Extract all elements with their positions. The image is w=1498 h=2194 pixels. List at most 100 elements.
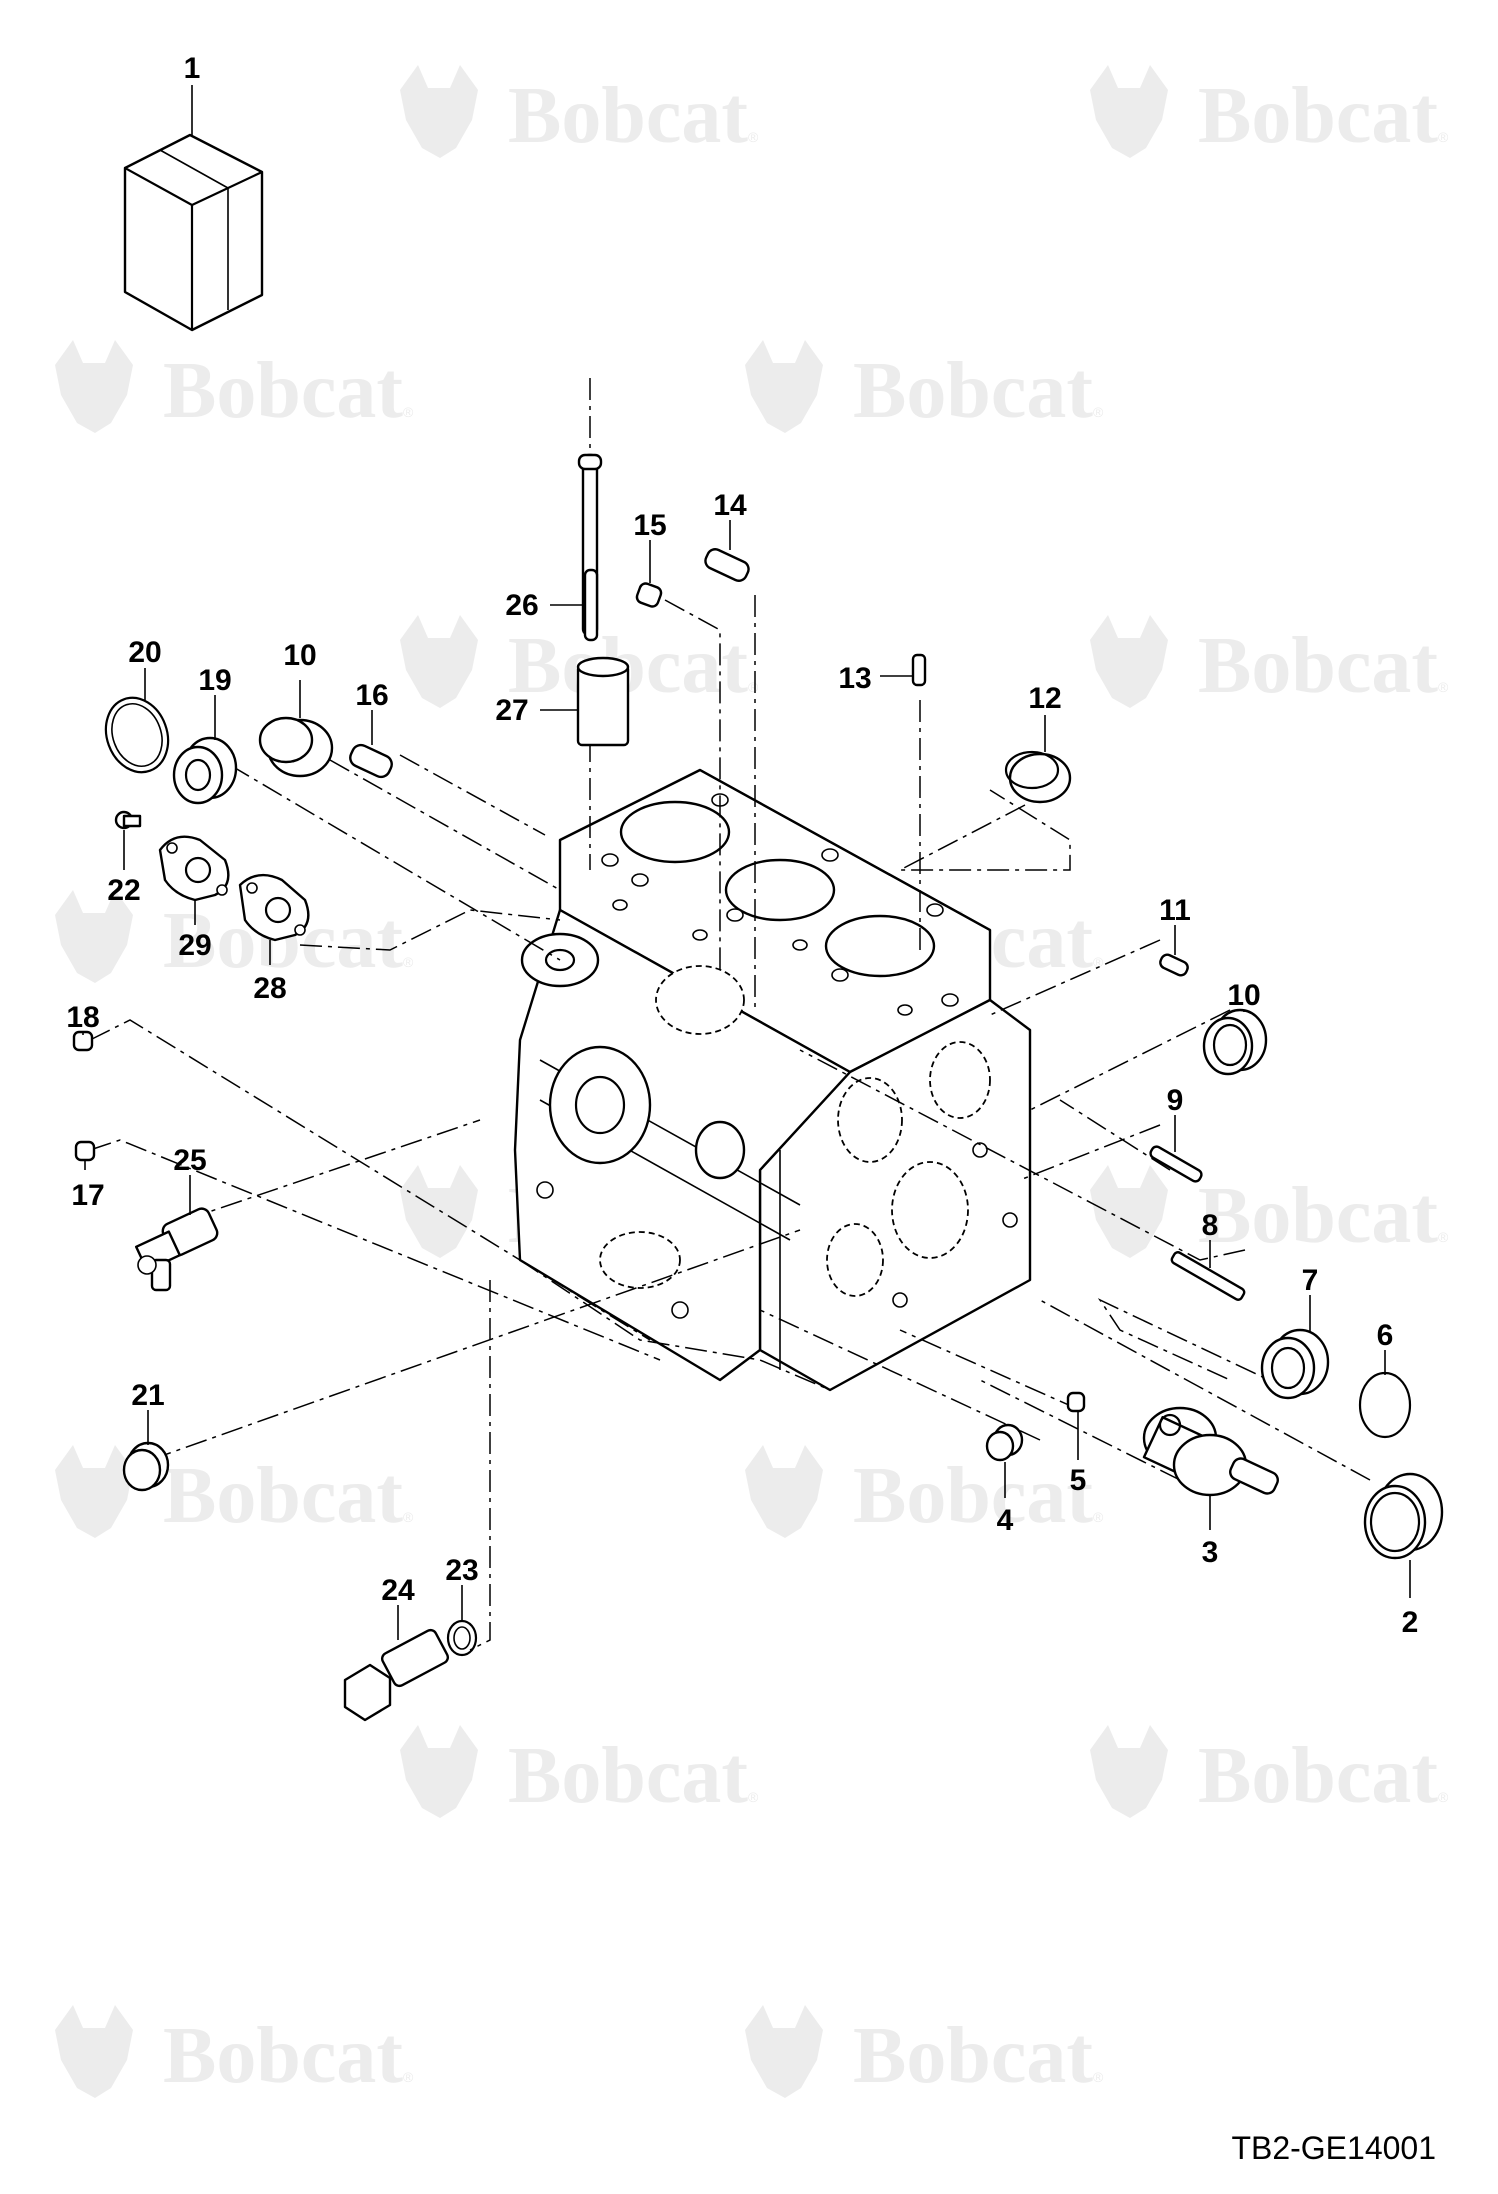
watermark-reg-mark: ® — [403, 2069, 414, 2085]
engine-block — [513, 768, 1032, 1392]
part-26-rod — [550, 453, 603, 642]
part-24-banjo-bolt — [343, 1605, 450, 1722]
bobcat-logo-icon — [55, 890, 133, 983]
part-19-seal — [172, 695, 238, 805]
watermark-brand: Bobcat — [508, 72, 748, 160]
watermark-logo: Bobcat® — [55, 2005, 414, 2100]
callout-6: 6 — [1377, 1319, 1394, 1352]
bobcat-logo-icon — [1090, 1165, 1168, 1258]
part-15-pin — [635, 540, 663, 608]
callout-26: 26 — [505, 589, 538, 622]
callout-14: 14 — [713, 489, 747, 522]
part-5-plug — [1066, 1391, 1086, 1460]
watermark-logo: Bobcat® — [55, 1445, 414, 1540]
bobcat-logo-icon — [55, 2005, 133, 2098]
callout-25: 25 — [173, 1144, 206, 1177]
bobcat-logo-icon — [400, 615, 478, 708]
callout-5: 5 — [1070, 1464, 1087, 1497]
watermark-logo: Bobcat® — [745, 1445, 1104, 1540]
watermark-brand: Bobcat — [853, 347, 1093, 435]
part-2-bushing — [1363, 1472, 1444, 1598]
watermark-layer: Bobcat®Bobcat®Bobcat®Bobcat®Bobcat®Bobca… — [55, 65, 1449, 2100]
bobcat-logo-icon — [400, 1725, 478, 1818]
watermark-logo: Bobcat® — [1090, 615, 1449, 710]
part-28-gasket — [238, 873, 310, 965]
watermark-reg-mark: ® — [1438, 679, 1449, 695]
callout-24: 24 — [381, 1574, 415, 1607]
watermark-brand: Bobcat — [163, 2012, 403, 2100]
part-1-kit-box — [123, 85, 264, 332]
callout-18: 18 — [66, 1001, 99, 1034]
watermark-brand: Bobcat — [508, 1732, 748, 1820]
callout-10b: 10 — [1227, 979, 1260, 1012]
watermark-brand: Bobcat — [1198, 622, 1438, 710]
watermark-logo: Bobcat® — [745, 340, 1104, 435]
callout-20: 20 — [128, 636, 161, 669]
bobcat-logo-icon — [745, 1445, 823, 1538]
callout-13: 13 — [838, 662, 871, 695]
bobcat-logo-icon — [1090, 1725, 1168, 1818]
part-11-pin — [1159, 925, 1189, 977]
bobcat-logo-icon — [400, 1165, 478, 1258]
part-13-dowel — [880, 653, 927, 687]
callout-19: 19 — [198, 664, 231, 697]
watermark-brand: Bobcat — [163, 1452, 403, 1540]
watermark-reg-mark: ® — [748, 679, 759, 695]
watermark-logo: Bobcat® — [745, 2005, 1104, 2100]
watermark-brand: Bobcat — [1198, 72, 1438, 160]
watermark-reg-mark: ® — [748, 1789, 759, 1805]
callout-28: 28 — [253, 972, 286, 1005]
watermark-reg-mark: ® — [1093, 404, 1104, 420]
callout-16: 16 — [355, 679, 388, 712]
part-16-pin — [349, 710, 393, 779]
part-18-plug — [72, 1030, 94, 1052]
callout-2: 2 — [1402, 1606, 1419, 1639]
bobcat-logo-icon — [400, 65, 478, 158]
part-3-idler-shaft — [1142, 1406, 1279, 1530]
bobcat-logo-icon — [745, 340, 823, 433]
part-29-gasket — [158, 835, 230, 925]
part-6-snap-ring — [1358, 1350, 1412, 1439]
watermark-brand: Bobcat — [163, 347, 403, 435]
callout-17: 17 — [71, 1179, 104, 1212]
part-20-o-ring — [104, 668, 170, 774]
part-7-bearing — [1260, 1295, 1330, 1400]
callout-11: 11 — [1159, 894, 1191, 927]
callout-27: 27 — [495, 694, 528, 727]
part-14-pin — [704, 520, 750, 582]
watermark-brand: Bobcat — [1198, 1732, 1438, 1820]
watermark-logo: Bobcat® — [1090, 65, 1449, 160]
watermark-brand: Bobcat — [853, 2012, 1093, 2100]
watermark-logo: Bobcat® — [400, 1725, 759, 1820]
callout-10: 10 — [283, 639, 316, 672]
callout-15: 15 — [633, 509, 666, 542]
callout-12: 12 — [1028, 682, 1061, 715]
part-23-washer — [446, 1585, 478, 1657]
part-9-pin — [1149, 1115, 1203, 1183]
bobcat-logo-icon — [1090, 65, 1168, 158]
watermark-reg-mark: ® — [1093, 2069, 1104, 2085]
callout-22: 22 — [107, 874, 140, 907]
deck-bolt-holes — [601, 793, 959, 1016]
assembly-lines — [89, 378, 1371, 1651]
watermark-reg-mark: ® — [1093, 1509, 1104, 1525]
watermark-reg-mark: ® — [1438, 129, 1449, 145]
callouts: 1 2 3 4 5 6 7 8 9 10 10 11 12 13 14 15 1… — [66, 52, 1418, 1639]
bobcat-logo-icon — [55, 340, 133, 433]
part-10-cap-upper — [258, 680, 334, 778]
watermark-reg-mark: ® — [1438, 1229, 1449, 1245]
bobcat-logo-icon — [745, 2005, 823, 2098]
part-22-screw — [114, 810, 142, 870]
callout-3: 3 — [1202, 1536, 1219, 1569]
watermark-reg-mark: ® — [403, 954, 414, 970]
part-17-plug — [74, 1140, 96, 1170]
part-8-stud — [1170, 1240, 1246, 1301]
part-21-ring — [122, 1410, 170, 1492]
callout-7: 7 — [1302, 1264, 1319, 1297]
callout-1: 1 — [184, 52, 201, 85]
callout-9: 9 — [1167, 1084, 1184, 1117]
bobcat-logo-icon — [1090, 615, 1168, 708]
part-10-cap-right — [1202, 1008, 1268, 1076]
drawing-reference-code: TB2-GE14001 — [1231, 2130, 1436, 2166]
